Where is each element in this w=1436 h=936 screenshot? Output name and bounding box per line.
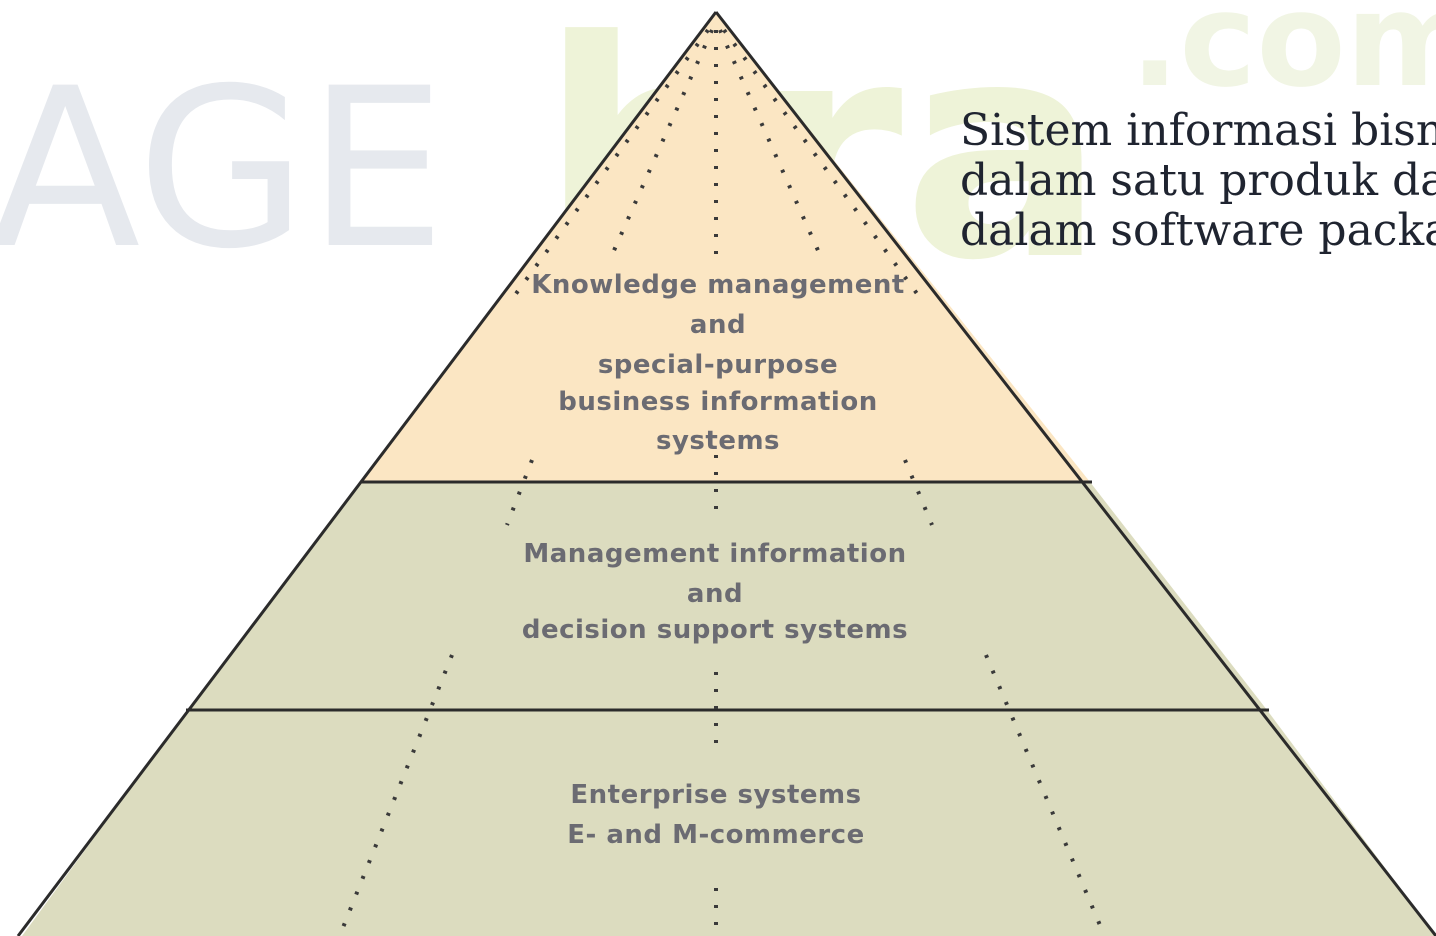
tier-middle-label: Management information and decision supp… — [522, 539, 908, 645]
tier-top-label-line: Knowledge management — [531, 270, 905, 300]
tier-top-label-line: special-purpose — [598, 350, 838, 380]
dotted-line-rightmost-top — [722, 28, 920, 297]
side-description-line: dalam software packa — [960, 205, 1436, 256]
dotted-line-leftmost-top — [513, 28, 710, 297]
watermark-left-text: AGE — [0, 41, 446, 297]
dotted-guides — [340, 28, 1104, 936]
dotted-line-right-top — [718, 29, 822, 256]
side-description-line: Sistem informasi bisn — [960, 105, 1436, 156]
tier-middle-fill — [188, 482, 1267, 710]
tier-top-label-line: and — [690, 310, 746, 340]
tier-middle-label-line: and — [687, 579, 743, 609]
dotted-line-left-top — [610, 29, 714, 256]
dotted-line-left-mid — [505, 459, 534, 526]
tier-bottom-label-line: Enterprise systems — [570, 780, 861, 810]
tier-top-label-line: systems — [656, 426, 780, 456]
tier-bottom-label: Enterprise systems E- and M-commerce — [567, 780, 864, 850]
watermark-domain-text: .com — [1130, 0, 1436, 116]
tier-middle-label-line: Management information — [523, 539, 906, 569]
side-description-line: dalam satu produk da — [960, 155, 1436, 206]
tier-top-fill — [362, 12, 1090, 482]
tier-bottom-label-line: E- and M-commerce — [567, 820, 864, 850]
tier-top-label: Knowledge management and special-purpose… — [531, 270, 905, 456]
pyramid-left-edge — [16, 11, 718, 936]
tier-top-label-line: business information — [558, 387, 877, 417]
pyramid-right-edge — [714, 11, 1436, 936]
tier-middle-label-line: decision support systems — [522, 615, 908, 645]
dotted-line-right-mid — [903, 459, 934, 526]
pyramid-outline — [16, 11, 1436, 936]
tier-bottom-fill — [22, 710, 1436, 936]
